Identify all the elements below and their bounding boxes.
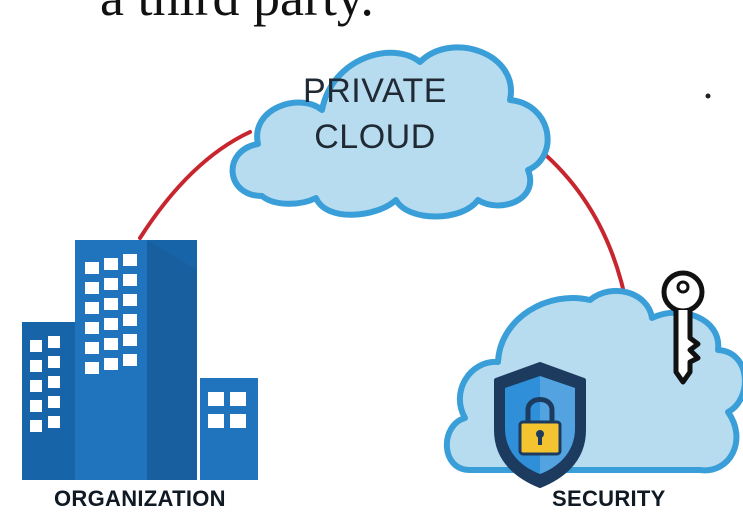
key-icon [661,270,705,385]
private-cloud-label: PRIVATE CLOUD [270,68,480,160]
organization-label: ORGANIZATION [54,486,226,511]
security-label: SECURITY [552,486,666,511]
office-building-icon [22,240,258,480]
private-cloud-icon [229,44,551,220]
private-cloud-label-line1: PRIVATE [303,72,447,110]
stray-dot [705,93,711,99]
security-cloud-icon [443,288,743,474]
connector-line-right [538,148,630,314]
shield-lock-icon [494,362,586,488]
connector-line-left [138,130,252,240]
private-cloud-label-line2: CLOUD [314,118,436,156]
cut-off-header-text: a third party. [100,0,374,24]
